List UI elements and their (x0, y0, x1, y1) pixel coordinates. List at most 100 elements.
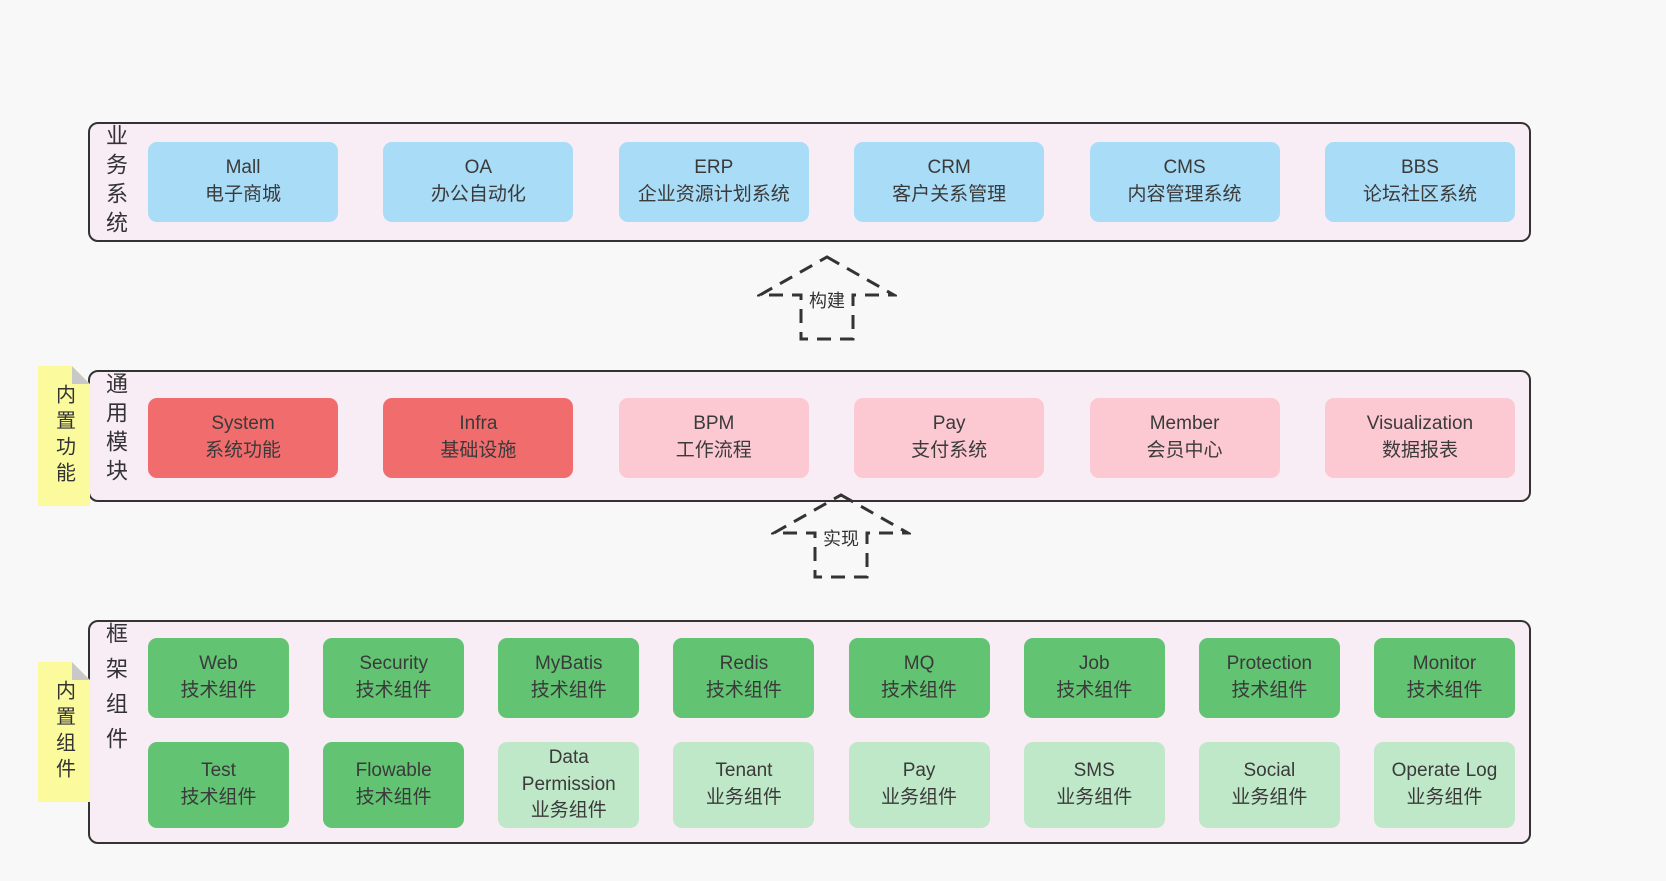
box-name: Mall (225, 157, 261, 179)
box-desc: 技术组件 (1056, 680, 1133, 701)
box-desc: 技术组件 (180, 787, 257, 808)
box-desc: 数据报表 (1381, 440, 1458, 461)
box-security: Security 技术组件 (323, 638, 465, 718)
box-infra: Infra 基础设施 (383, 398, 574, 478)
box-data-permission: Data Permission 业务组件 (498, 742, 640, 828)
box-erp: ERP 企业资源计划系统 (618, 142, 809, 222)
box-visualization: Visualization 数据报表 (1324, 398, 1515, 478)
box-pay-module: Pay 支付系统 (854, 398, 1045, 478)
box-desc: 业务组件 (881, 787, 958, 808)
band-business-label: 业务系统 (103, 124, 128, 240)
box-test: Test 技术组件 (148, 742, 289, 828)
box-name: Pay (902, 760, 936, 782)
box-name: Job (1078, 653, 1110, 675)
components-box-row-1: Web 技术组件 Security 技术组件 MyBatis 技术组件 Redi… (148, 638, 1515, 718)
box-desc: 技术组件 (355, 680, 432, 701)
up-block-arrow-icon (771, 493, 911, 579)
box-desc: 业务组件 (1406, 787, 1483, 808)
box-name: Web (199, 653, 238, 675)
box-desc: 业务组件 (530, 800, 607, 822)
box-desc: 客户关系管理 (892, 184, 1007, 205)
box-name: CMS (1163, 157, 1206, 179)
box-crm: CRM 客户关系管理 (854, 142, 1045, 222)
box-mall: Mall 电子商城 (148, 142, 338, 222)
box-desc: 业务组件 (1231, 787, 1308, 808)
box-cms: CMS 内容管理系统 (1089, 142, 1280, 222)
box-desc: 工作流程 (675, 440, 752, 461)
box-sms: SMS 业务组件 (1023, 742, 1165, 828)
box-protection: Protection 技术组件 (1198, 638, 1340, 718)
box-web: Web 技术组件 (148, 638, 289, 718)
arrow-implement-label: 实现 (820, 524, 862, 552)
sticky-note-built-in-features: 内置功能 (38, 366, 90, 506)
box-bbs: BBS 论坛社区系统 (1324, 142, 1515, 222)
box-name: System (211, 413, 275, 435)
box-desc: 技术组件 (1406, 680, 1483, 701)
box-desc: 业务组件 (1056, 787, 1133, 808)
arrow-implement: 实现 (771, 492, 911, 580)
box-name: Data Permission (521, 746, 616, 795)
box-desc: 技术组件 (180, 680, 257, 701)
box-name: CRM (927, 157, 971, 179)
box-desc: 业务组件 (705, 787, 782, 808)
box-name: MQ (903, 653, 935, 675)
box-pay-component: Pay 业务组件 (848, 742, 990, 828)
box-name: Monitor (1412, 653, 1477, 675)
band-business-systems: 业务系统 Mall 电子商城 OA 办公自动化 ERP 企业资源计划系统 CRM… (88, 122, 1531, 242)
box-desc: 电子商城 (204, 184, 281, 205)
arrow-build: 构建 (757, 254, 897, 342)
box-redis: Redis 技术组件 (673, 638, 815, 718)
box-desc: 系统功能 (204, 440, 281, 461)
box-name: Test (201, 760, 236, 782)
box-name: MyBatis (534, 653, 603, 675)
box-desc: 技术组件 (530, 680, 607, 701)
box-member: Member 会员中心 (1089, 398, 1280, 478)
box-name: Pay (932, 413, 966, 435)
box-name: OA (464, 157, 493, 179)
box-name: Flowable (355, 760, 432, 782)
box-name: Redis (719, 653, 769, 675)
box-bpm: BPM 工作流程 (618, 398, 809, 478)
box-desc: 技术组件 (355, 787, 432, 808)
band-framework-components: 框架组件 Web 技术组件 Security 技术组件 MyBatis 技术组件… (88, 620, 1531, 844)
box-job: Job 技术组件 (1023, 638, 1165, 718)
box-operate-log: Operate Log 业务组件 (1373, 742, 1515, 828)
box-social: Social 业务组件 (1198, 742, 1340, 828)
box-name: BPM (693, 413, 735, 435)
box-desc: 会员中心 (1146, 440, 1223, 461)
box-flowable: Flowable 技术组件 (323, 742, 465, 828)
box-desc: 论坛社区系统 (1362, 184, 1477, 205)
box-name: Member (1149, 413, 1220, 435)
box-name: SMS (1073, 760, 1115, 782)
box-name: ERP (694, 157, 734, 179)
box-mq: MQ 技术组件 (848, 638, 990, 718)
box-desc: 办公自动化 (430, 184, 526, 205)
box-name: Security (359, 653, 428, 675)
band-components-label: 框架组件 (103, 622, 128, 762)
box-name: Infra (459, 413, 498, 435)
box-desc: 技术组件 (1231, 680, 1308, 701)
box-desc: 企业资源计划系统 (637, 184, 790, 205)
box-oa: OA 办公自动化 (383, 142, 574, 222)
sticky-note-text: 内置功能 (52, 384, 75, 488)
box-name: Tenant (715, 760, 773, 782)
box-name: Social (1243, 760, 1296, 782)
box-desc: 技术组件 (705, 680, 782, 701)
band-modules-label: 通用模块 (103, 372, 128, 488)
sticky-note-built-in-components: 内置组件 (38, 662, 90, 802)
business-box-row: Mall 电子商城 OA 办公自动化 ERP 企业资源计划系统 CRM 客户关系… (148, 142, 1515, 222)
box-desc: 支付系统 (911, 440, 988, 461)
up-block-arrow-icon (757, 255, 897, 341)
box-name: Operate Log (1391, 760, 1498, 782)
box-desc: 技术组件 (881, 680, 958, 701)
box-name: Visualization (1366, 413, 1474, 435)
box-desc: 内容管理系统 (1127, 184, 1242, 205)
sticky-note-text: 内置组件 (52, 680, 75, 784)
box-monitor: Monitor 技术组件 (1373, 638, 1515, 718)
box-desc: 基础设施 (440, 440, 517, 461)
box-name: Protection (1226, 653, 1313, 675)
modules-box-row: System 系统功能 Infra 基础设施 BPM 工作流程 Pay 支付系统… (148, 398, 1515, 478)
components-box-row-2: Test 技术组件 Flowable 技术组件 Data Permission … (148, 742, 1515, 828)
box-name: BBS (1400, 157, 1439, 179)
